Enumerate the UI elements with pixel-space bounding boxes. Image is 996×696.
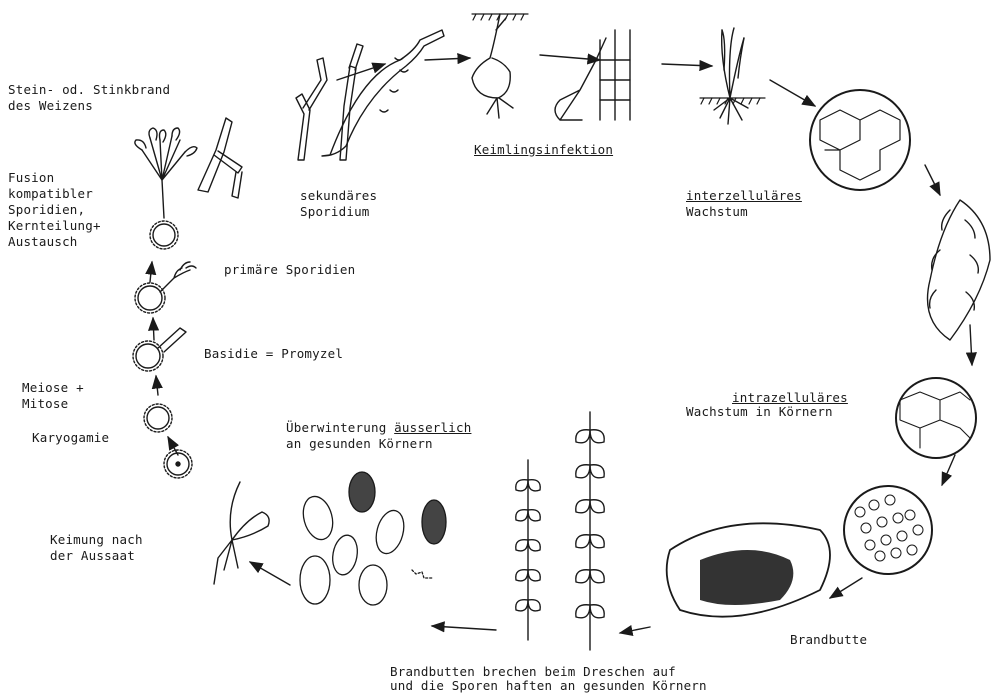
- fusion-sporidia-icon: [135, 128, 197, 249]
- spores-in-grain-circle: [844, 486, 932, 574]
- infected-leaf-icon: [928, 200, 991, 340]
- teliospores-icon: [133, 262, 196, 478]
- germination-label-1: Keimung nach: [50, 532, 143, 547]
- secondary-hyphae-icon: [296, 44, 363, 160]
- fusion-label-1: Fusion: [8, 170, 54, 185]
- seedling-infection-label: Keimlingsinfektion: [474, 142, 613, 157]
- intercellular-label-2: Wachstum: [686, 204, 748, 219]
- intracellular-label-1: intrazelluläres: [732, 390, 848, 405]
- meiosis-label-1: Meiose +: [22, 380, 84, 395]
- fusion-label-5: Austausch: [8, 234, 78, 249]
- h-sporidia-icon: [198, 118, 242, 198]
- seedling-infection-icon: [472, 14, 630, 120]
- meiosis-label-2: Mitose: [22, 396, 68, 411]
- intercellular-growth-circle: [810, 90, 910, 190]
- secondary-sporidium-label-1: sekundäres: [300, 188, 377, 203]
- overwintering-label-1: Überwinterung äusserlich: [286, 420, 471, 435]
- secondary-sporidium-icon: [322, 30, 444, 156]
- bottom-caption-1: Brandbutten brechen beim Dreschen auf: [390, 664, 676, 679]
- intercellular-label-1: interzelluläres: [686, 188, 802, 203]
- smut-ball-icon: [667, 523, 830, 616]
- germination-label-2: der Aussaat: [50, 548, 135, 563]
- soil-line-icon: [472, 14, 765, 104]
- intracellular-growth-circle: [896, 378, 976, 458]
- wheat-seedling-icon: [714, 28, 748, 124]
- karyogamy-label: Karyogamie: [32, 430, 109, 445]
- smut-ball-label: Brandbutte: [790, 632, 867, 647]
- secondary-sporidium-label-2: Sporidium: [300, 204, 370, 219]
- bottom-caption-2: und die Sporen haften an gesunden Körner…: [390, 678, 707, 693]
- wheat-ear-large-icon: [576, 412, 604, 650]
- intracellular-label-2: Wachstum in Körnern: [686, 404, 833, 419]
- basidium-label: Basidie = Promyzel: [204, 346, 343, 361]
- overwintering-external-word: äusserlich: [394, 420, 471, 435]
- overwintering-label-2: an gesunden Körnern: [286, 436, 433, 451]
- title-line-1: Stein- od. Stinkbrand: [8, 82, 170, 97]
- title-line-2: des Weizens: [8, 98, 93, 113]
- fusion-label-4: Kernteilung+: [8, 218, 101, 233]
- fusion-label-2: kompatibler: [8, 186, 93, 201]
- fusion-label-3: Sporidien,: [8, 202, 85, 217]
- wheat-ear-small-icon: [516, 460, 541, 640]
- primary-sporidia-label: primäre Sporidien: [224, 262, 355, 277]
- healthy-grains-icon: [299, 472, 446, 605]
